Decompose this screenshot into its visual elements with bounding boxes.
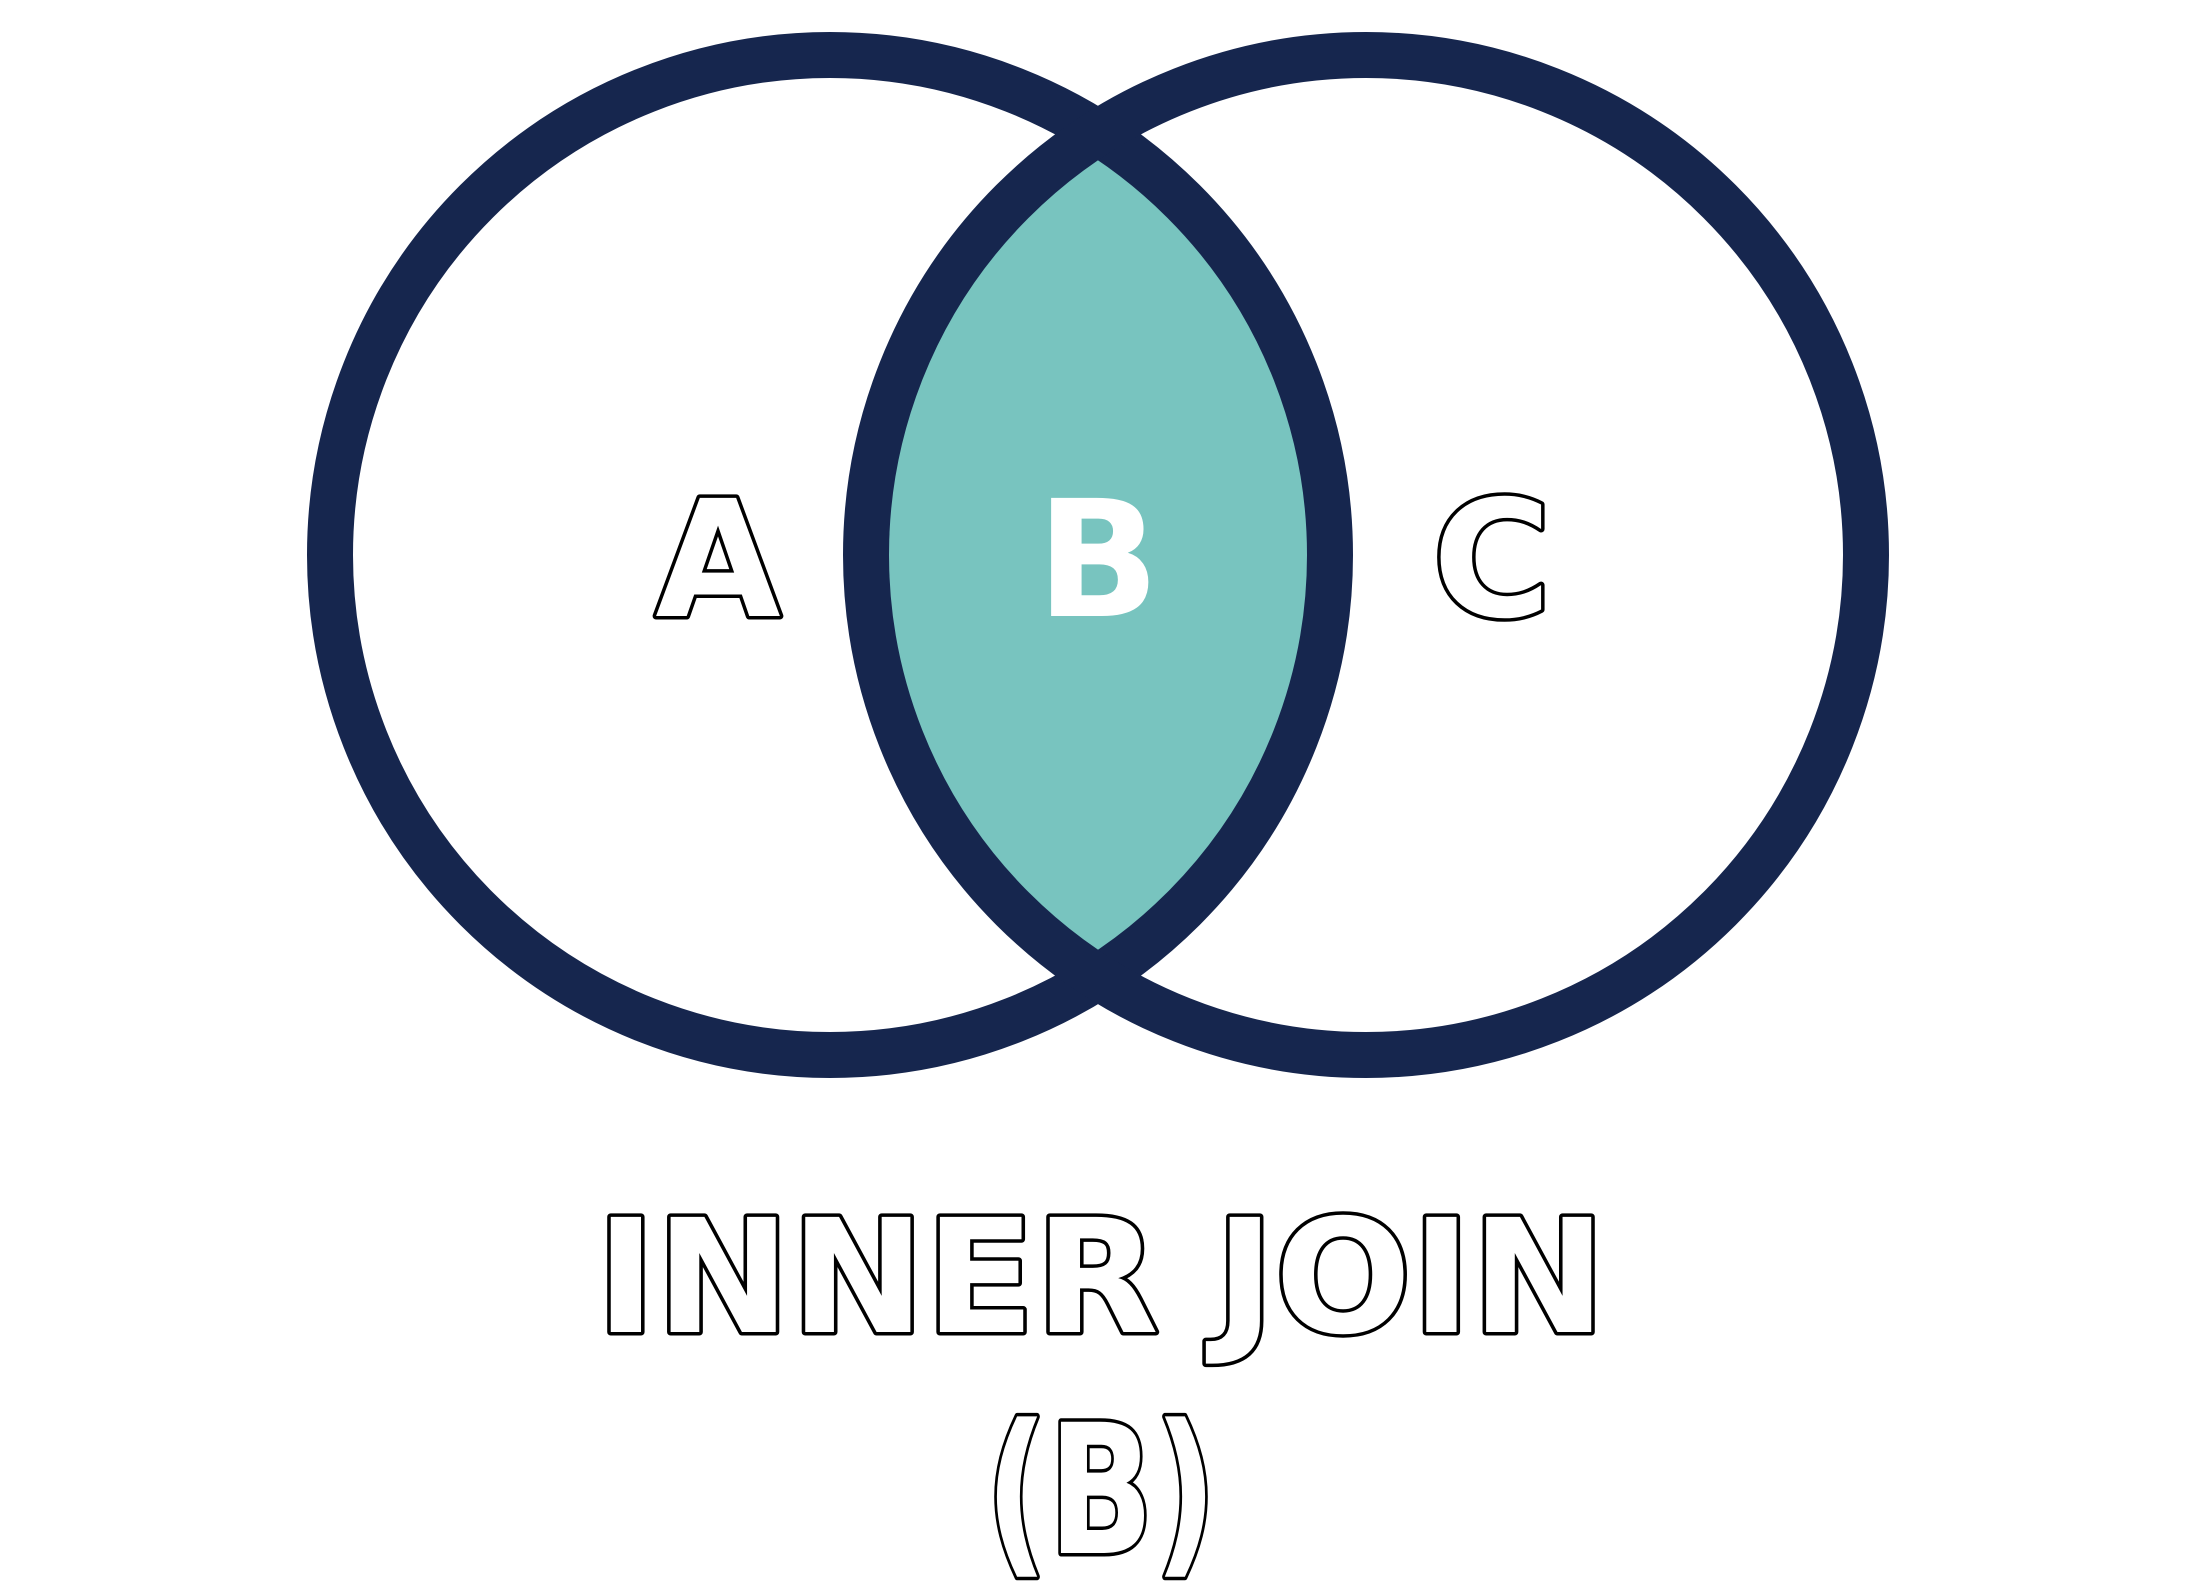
caption-title: INNER JOIN — [596, 1186, 1606, 1370]
set-a-circle — [307, 32, 1353, 1078]
caption-subtitle: (B) — [985, 1387, 1217, 1585]
intersection-region-b — [866, 55, 1330, 1055]
set-c-label: C — [1433, 467, 1552, 655]
set-a-label: A — [655, 467, 780, 655]
set-c-circle — [843, 32, 1889, 1078]
intersection-label: B — [1036, 467, 1159, 655]
